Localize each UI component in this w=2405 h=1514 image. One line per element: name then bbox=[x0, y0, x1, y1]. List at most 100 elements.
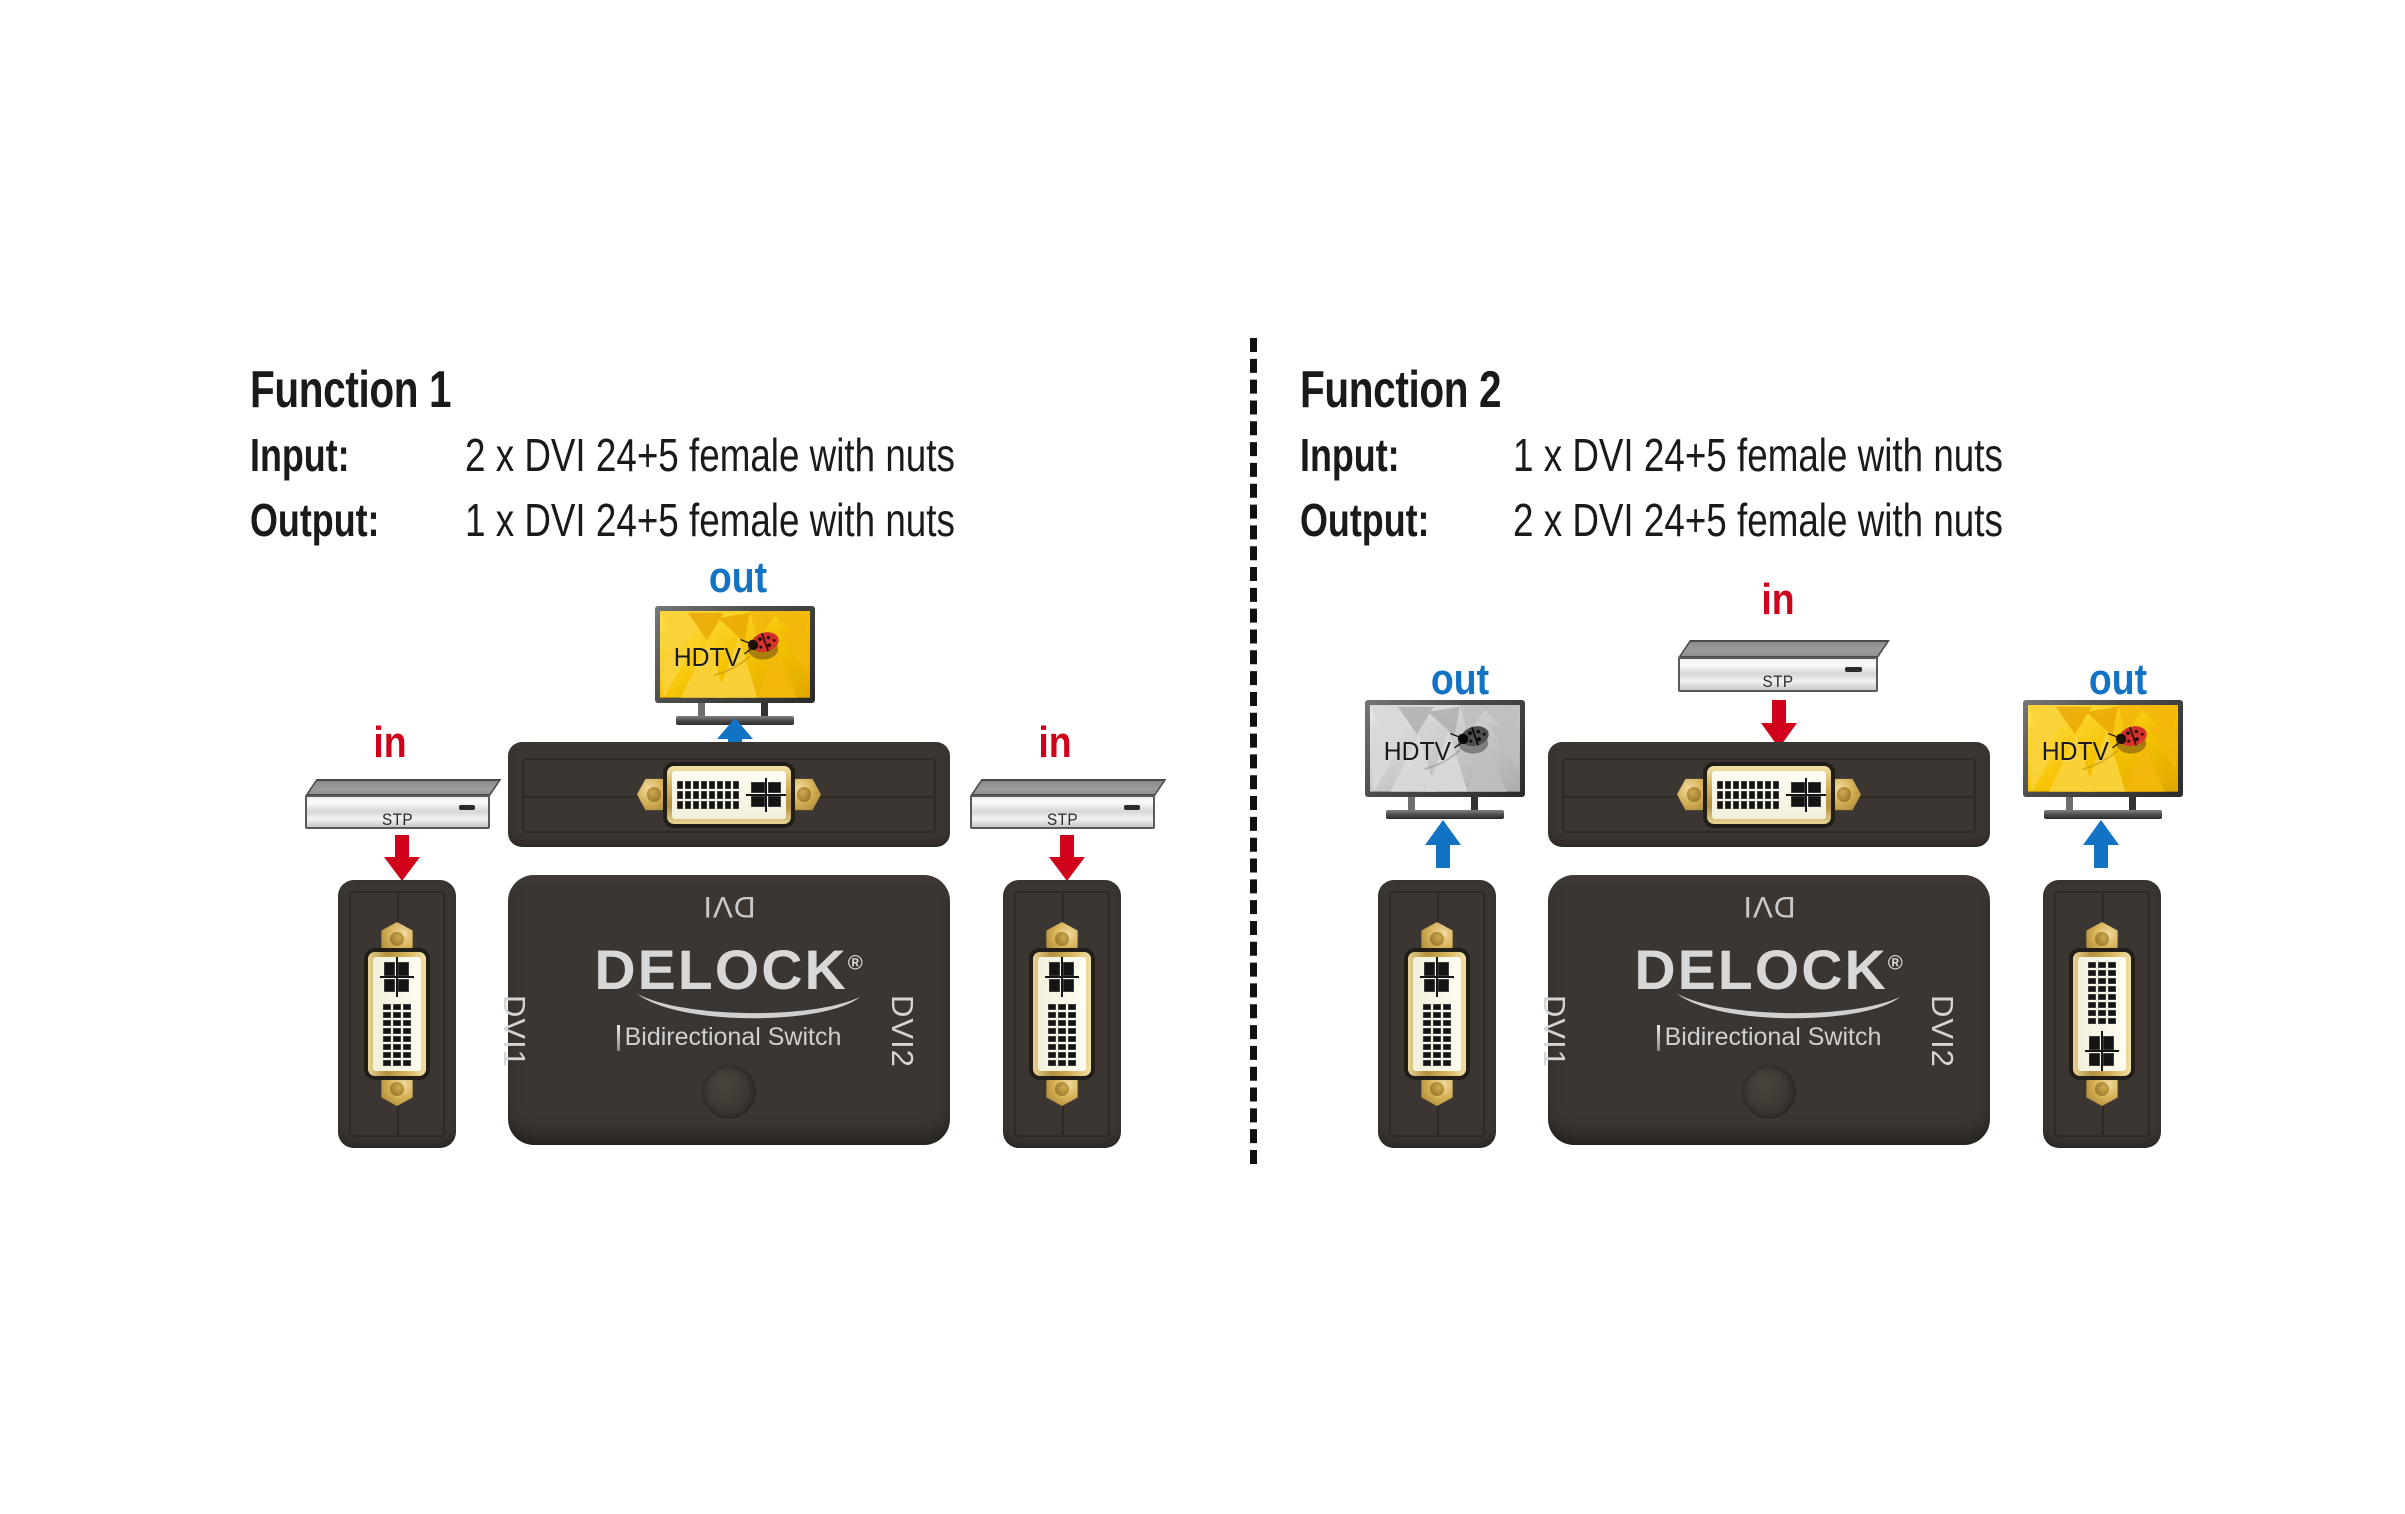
f1-switch-body: DVI DELOCK® Bidirectional Switch DVI1 DV… bbox=[497, 875, 950, 1145]
tv-stand-neck-left bbox=[1408, 796, 1416, 813]
stp-label: STP bbox=[1046, 809, 1079, 829]
dvi-pin-face bbox=[1413, 957, 1461, 1071]
tv-stand-neck-left bbox=[698, 702, 706, 719]
connector-nut-b bbox=[1045, 1072, 1079, 1106]
dvi-connector-dvi2[interactable] bbox=[2071, 924, 2133, 1104]
f1-right-in-label: in bbox=[1038, 718, 1072, 767]
f1-right-stp-source: STP bbox=[970, 779, 1167, 829]
f2-top-red-down-arrow bbox=[1760, 700, 1798, 748]
dvi-connector-top[interactable] bbox=[1677, 764, 1861, 826]
function-1-input-value: 2 x DVI 24+5 female with nuts bbox=[465, 429, 955, 481]
dvi-shell bbox=[667, 765, 791, 824]
f2-device-subtitle: Bidirectional Switch bbox=[1548, 1023, 1990, 1052]
connector-nut-b bbox=[1420, 1072, 1454, 1106]
dvi-connector-dvi1[interactable] bbox=[1406, 924, 1468, 1104]
f1-top-blue-up-arrow bbox=[715, 718, 755, 762]
f1-top-connector-bar bbox=[508, 742, 950, 847]
dvi-analog-pin-group-5 bbox=[1045, 957, 1079, 997]
delock-wordmark: DELOCK® bbox=[595, 937, 863, 1002]
sunflower-ladybug-image bbox=[660, 611, 810, 698]
tv-stand-neck-right bbox=[2128, 796, 2136, 813]
tv-stand-neck-left bbox=[2066, 796, 2074, 813]
dvi-shell bbox=[368, 952, 426, 1076]
f2-right-out-label: out bbox=[2088, 655, 2148, 704]
dvi-connector-dvi1[interactable] bbox=[366, 924, 428, 1104]
connector-nut-left bbox=[1677, 778, 1711, 811]
function-1-output-label: Output: bbox=[250, 494, 380, 546]
tv-bezel: HDTV bbox=[2023, 700, 2183, 797]
subtitle-text: Bidirectional Switch bbox=[1664, 1023, 1882, 1051]
f2-port-label-dvi2: DVI2 bbox=[1925, 995, 1960, 1068]
f2-mode-push-button[interactable] bbox=[1742, 1065, 1796, 1119]
connector-nut-a bbox=[380, 922, 414, 956]
stp-top-face bbox=[1678, 640, 1890, 658]
f2-dvi1-port-module bbox=[1378, 880, 1496, 1148]
delock-text: DELOCK bbox=[1634, 938, 1889, 1001]
dvi-analog-pin-group-5 bbox=[2085, 1031, 2119, 1071]
dvi-connector-top[interactable] bbox=[637, 764, 821, 826]
dvi-pin-face bbox=[373, 957, 421, 1071]
stp-label: STP bbox=[381, 809, 414, 829]
dvi-pin-face bbox=[1712, 770, 1826, 819]
tv-bezel: HDTV bbox=[655, 606, 815, 703]
f2-switch-body: DVI DELOCK® Bidirectional Switch DVI1 DV… bbox=[1537, 875, 1990, 1145]
dvi-analog-pin-group-5 bbox=[1786, 777, 1826, 812]
f1-mode-push-button[interactable] bbox=[702, 1065, 756, 1119]
f1-port-label-top: DVI bbox=[702, 890, 756, 923]
module-inset-panel bbox=[348, 890, 446, 1138]
registered-icon: ® bbox=[1888, 952, 1904, 975]
dvi-pin-face bbox=[2078, 957, 2126, 1071]
dvi-pin-grid-24 bbox=[1048, 1004, 1076, 1066]
function-2-input-label: Input: bbox=[1300, 429, 1400, 481]
connector-nut-b bbox=[2085, 1072, 2119, 1106]
f2-top-in-label: in bbox=[1761, 575, 1795, 624]
tv-screen: HDTV bbox=[1370, 705, 1520, 792]
f2-left-out-label: out bbox=[1430, 655, 1490, 704]
dvi-connector-dvi2[interactable] bbox=[1031, 924, 1093, 1104]
dvi-pin-grid-24 bbox=[1717, 780, 1779, 809]
dvi-pin-grid-24 bbox=[1423, 1004, 1451, 1066]
function-2-output-value: 2 x DVI 24+5 female with nuts bbox=[1513, 494, 2003, 546]
sunflower-ladybug-image bbox=[1370, 705, 1520, 792]
stp-front-face: STP bbox=[305, 795, 490, 829]
dvi-analog-pin-group-5 bbox=[746, 777, 786, 812]
delock-swoosh-icon bbox=[636, 993, 860, 1019]
tv-stand-base bbox=[1385, 810, 1505, 820]
dvi-shell bbox=[1033, 952, 1091, 1076]
f2-port-label-top: DVI bbox=[1742, 890, 1796, 923]
section-divider bbox=[1250, 338, 1257, 1164]
tv-hdtv-label: HDTV bbox=[2041, 736, 2110, 767]
stp-label: STP bbox=[1762, 671, 1794, 691]
connector-nut-right bbox=[787, 778, 821, 811]
stp-front-face: STP bbox=[970, 795, 1155, 829]
dvi-flat-blade-h bbox=[746, 793, 786, 796]
module-inset-panel bbox=[2053, 890, 2151, 1138]
tv-stand-neck-right bbox=[760, 702, 768, 719]
function-2-title: Function 2 bbox=[1300, 361, 1502, 419]
dvi-shell bbox=[2073, 952, 2131, 1076]
subtitle-bar-icon bbox=[1656, 1025, 1660, 1051]
f1-right-red-down-arrow bbox=[1048, 835, 1086, 881]
f2-right-hdtv-monitor: HDTV bbox=[2023, 700, 2183, 824]
f1-dvi1-port-module bbox=[338, 880, 456, 1148]
subtitle-bar-icon bbox=[616, 1025, 620, 1051]
f2-port-label-dvi1: DVI1 bbox=[1537, 995, 1572, 1068]
f2-right-blue-up-arrow bbox=[2082, 820, 2120, 868]
connector-nut-a bbox=[1420, 922, 1454, 956]
module-inset-panel bbox=[1388, 890, 1486, 1138]
connector-nut-a bbox=[1045, 922, 1079, 956]
dvi-pin-face bbox=[672, 770, 786, 819]
f2-dvi2-port-module bbox=[2043, 880, 2161, 1148]
f1-top-out-label: out bbox=[708, 553, 768, 602]
function-2-input-value: 1 x DVI 24+5 female with nuts bbox=[1513, 429, 2003, 481]
function-1-output-value: 1 x DVI 24+5 female with nuts bbox=[465, 494, 955, 546]
stp-top-face bbox=[305, 779, 502, 796]
tv-stand-base bbox=[2043, 810, 2163, 820]
sunflower-ladybug-image bbox=[2028, 705, 2178, 792]
f2-left-hdtv-monitor: HDTV bbox=[1365, 700, 1525, 824]
f2-top-connector-bar bbox=[1548, 742, 1990, 847]
tv-hdtv-label: HDTV bbox=[1383, 736, 1452, 767]
module-inset-panel bbox=[1013, 890, 1111, 1138]
dvi-pin-grid-24 bbox=[383, 1004, 411, 1066]
f1-brand-logo: DELOCK® bbox=[508, 937, 950, 1002]
